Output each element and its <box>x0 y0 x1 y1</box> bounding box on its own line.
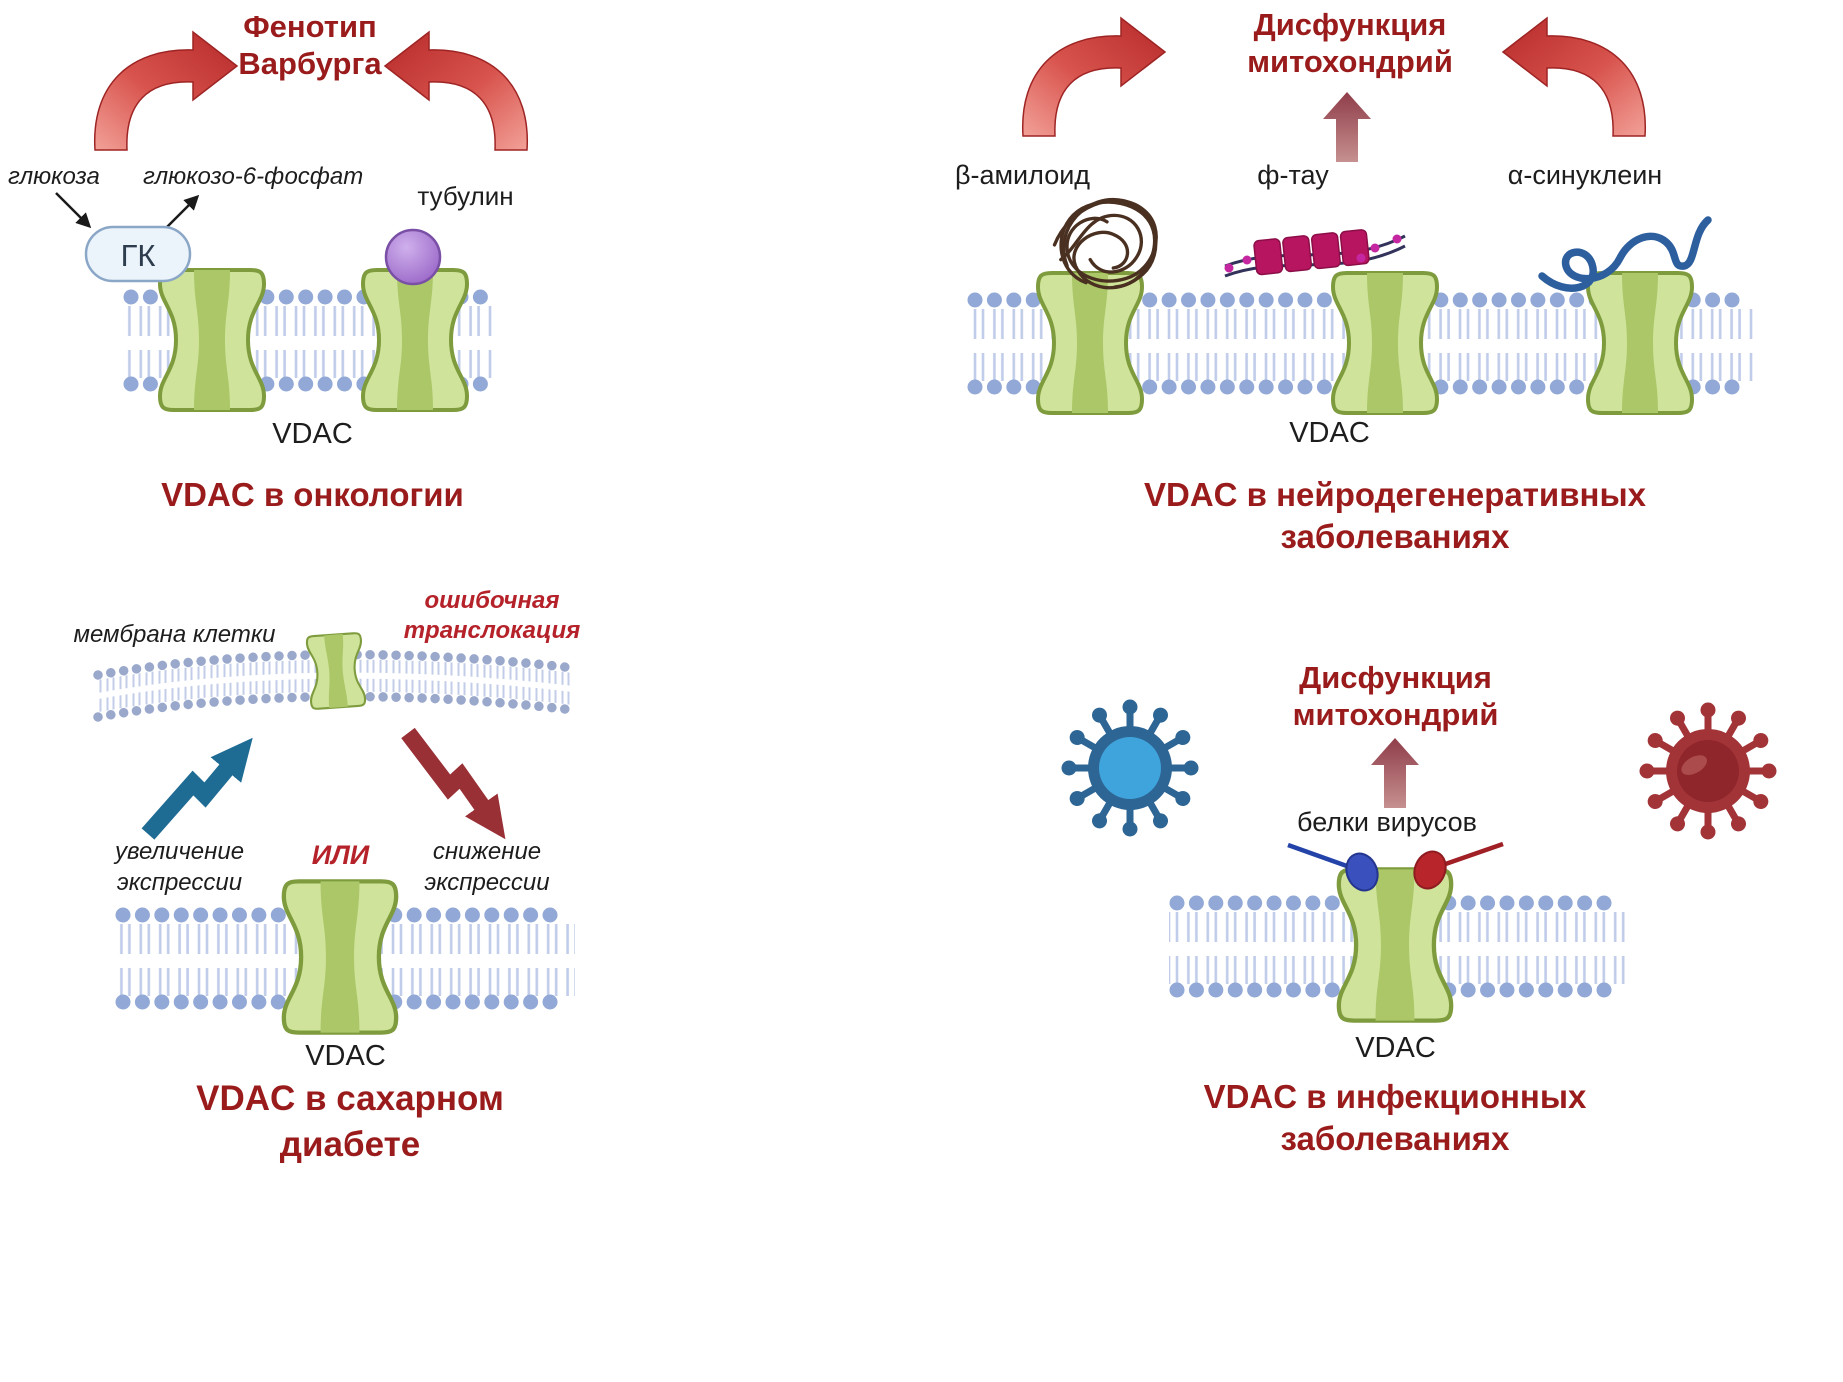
vdac-channel <box>284 881 396 1032</box>
decrease-expression-label: снижение экспрессии <box>424 838 550 897</box>
neurodegeneration-title: VDAC в нейродегенеративных заболеваниях <box>1144 476 1646 555</box>
mito-dysfunction-label: Дисфункция митохондрий <box>1292 660 1499 733</box>
mito-dysfunction-label: Дисфункция митохондрий <box>1247 7 1453 80</box>
viral-protein-pin-red <box>1413 841 1504 890</box>
glucose-6-phosphate-label: глюкозо-6-фосфат <box>143 163 364 190</box>
diabetes-title: VDAC в сахарном диабете <box>196 1079 504 1164</box>
oncology-title: VDAC в онкологии <box>161 476 464 513</box>
mito-dysfunction-arrow <box>1323 92 1371 162</box>
vdac-channel <box>361 268 469 412</box>
blue-virus-icon <box>1062 700 1199 837</box>
vdac-channel <box>1586 271 1694 415</box>
vdac-label: VDAC <box>1289 417 1370 449</box>
infection-panel <box>1062 700 1777 1021</box>
mito-dysfunction-arrow <box>1371 738 1419 808</box>
red-arc-arrow-left <box>1021 17 1166 137</box>
vdac-label: VDAC <box>305 1040 386 1072</box>
amyloid-aggregate <box>1052 197 1158 290</box>
viral-protein-pin-blue <box>1287 842 1379 892</box>
tau-aggregate <box>1224 229 1406 278</box>
diabetes-panel <box>93 631 578 1033</box>
alpha-synuclein-label: α-синуклеин <box>1507 160 1663 190</box>
viral-proteins-label: белки вирусов <box>1297 807 1477 837</box>
red-virus-icon <box>1640 703 1777 840</box>
mistranslocation-label: ошибочная транслокация <box>403 587 581 644</box>
glucose-in-arrow <box>55 192 92 229</box>
hexokinase-label: ГК <box>120 238 156 273</box>
vdac-label: VDAC <box>1355 1032 1436 1064</box>
red-arc-arrow-right <box>1502 17 1647 137</box>
vdac-channel <box>1339 869 1451 1020</box>
p-tau-label: ф-тау <box>1257 160 1329 190</box>
or-label: ИЛИ <box>311 840 370 870</box>
decrease-arrow <box>401 727 506 840</box>
increase-arrow <box>141 737 253 840</box>
tubulin-label: тубулин <box>417 181 514 211</box>
hexokinase-pill <box>84 225 192 283</box>
beta-amyloid-label: β-амилоид <box>954 160 1091 190</box>
tubulin-sphere <box>384 228 442 286</box>
cell-membrane-label: мембрана клетки <box>73 621 276 648</box>
vdac-channel <box>158 268 266 412</box>
synuclein-aggregate <box>1538 216 1712 292</box>
vdac-channel <box>1036 271 1144 415</box>
warburg-phenotype-label: Фенотип Варбурга <box>238 9 382 82</box>
infection-title: VDAC в инфекционных заболеваниях <box>1203 1078 1587 1157</box>
vdac-channel <box>1331 271 1439 415</box>
oncology-panel <box>55 31 529 412</box>
vdac-label: VDAC <box>272 418 353 450</box>
neurodegeneration-panel <box>967 17 1754 415</box>
increase-expression-label: увеличение экспрессии <box>114 838 245 897</box>
g6p-out-arrow <box>166 194 200 228</box>
glucose-label: глюкоза <box>8 163 100 190</box>
